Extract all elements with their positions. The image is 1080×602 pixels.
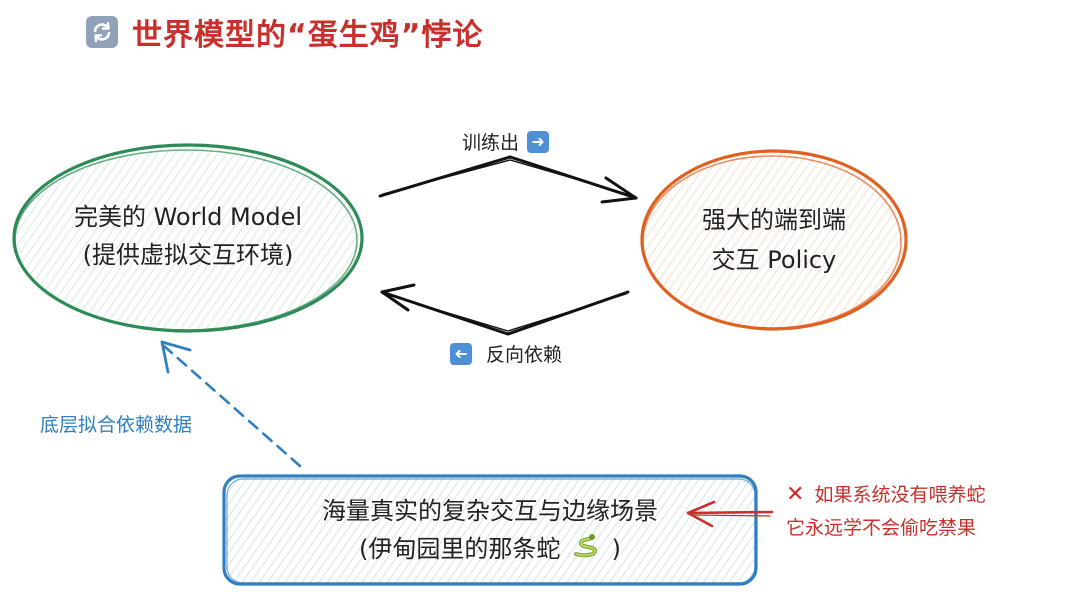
world-model-label: 完美的 World Model (提供虚拟交互环境) (28, 198, 348, 274)
annotation-line1: ✕ 如果系统没有喂养蛇 (786, 480, 985, 507)
fit-edge-label: 底层拟合依赖数据 (40, 414, 193, 436)
data-box-label: 海量真实的复杂交互与边缘场景 (伊甸园里的那条蛇 ) (240, 492, 740, 569)
annotation-arrow (686, 500, 774, 528)
refresh-cycle-icon (86, 16, 118, 48)
data-box-line2-text: (伊甸园里的那条蛇 (358, 535, 561, 563)
data-box-line1: 海量真实的复杂交互与边缘场景 (322, 497, 658, 525)
data-box-node (222, 474, 758, 586)
annotation-line1-text: 如果系统没有喂养蛇 (814, 484, 986, 506)
train-label-text: 训练出 (462, 132, 520, 154)
cross-mark-icon: ✕ (786, 482, 805, 507)
annotation-line2: 它永远学不会偷吃禁果 (786, 517, 977, 539)
policy-node (640, 149, 908, 331)
policy-label: 强大的端到端 交互 Policy (654, 200, 894, 280)
depend-edge-label: ➜ 反向依赖 (450, 340, 562, 367)
depend-label-text: 反向依赖 (486, 344, 563, 366)
train-arrow (378, 155, 638, 204)
snake-icon (572, 531, 600, 569)
data-box-line2-suffix: ) (611, 535, 622, 563)
right-arrow-icon: ➜ (527, 130, 550, 153)
world-model-line1: 完美的 World Model (73, 203, 303, 231)
left-arrow-icon: ➜ (450, 342, 472, 365)
data-box-line2: (伊甸园里的那条蛇 ) (240, 530, 740, 569)
train-edge-label: 训练出 ➜ (462, 128, 550, 155)
depend-arrow (380, 283, 630, 336)
page-title: 世界模型的“蛋生鸡”悖论 (132, 18, 484, 53)
title-row: 世界模型的“蛋生鸡”悖论 (86, 10, 483, 54)
world-model-node (12, 143, 364, 333)
policy-line2: 交互 Policy (711, 246, 837, 274)
world-model-line2: (提供虚拟交互环境) (82, 241, 294, 269)
fit-arrow (160, 340, 302, 468)
policy-line1: 强大的端到端 (702, 206, 846, 234)
